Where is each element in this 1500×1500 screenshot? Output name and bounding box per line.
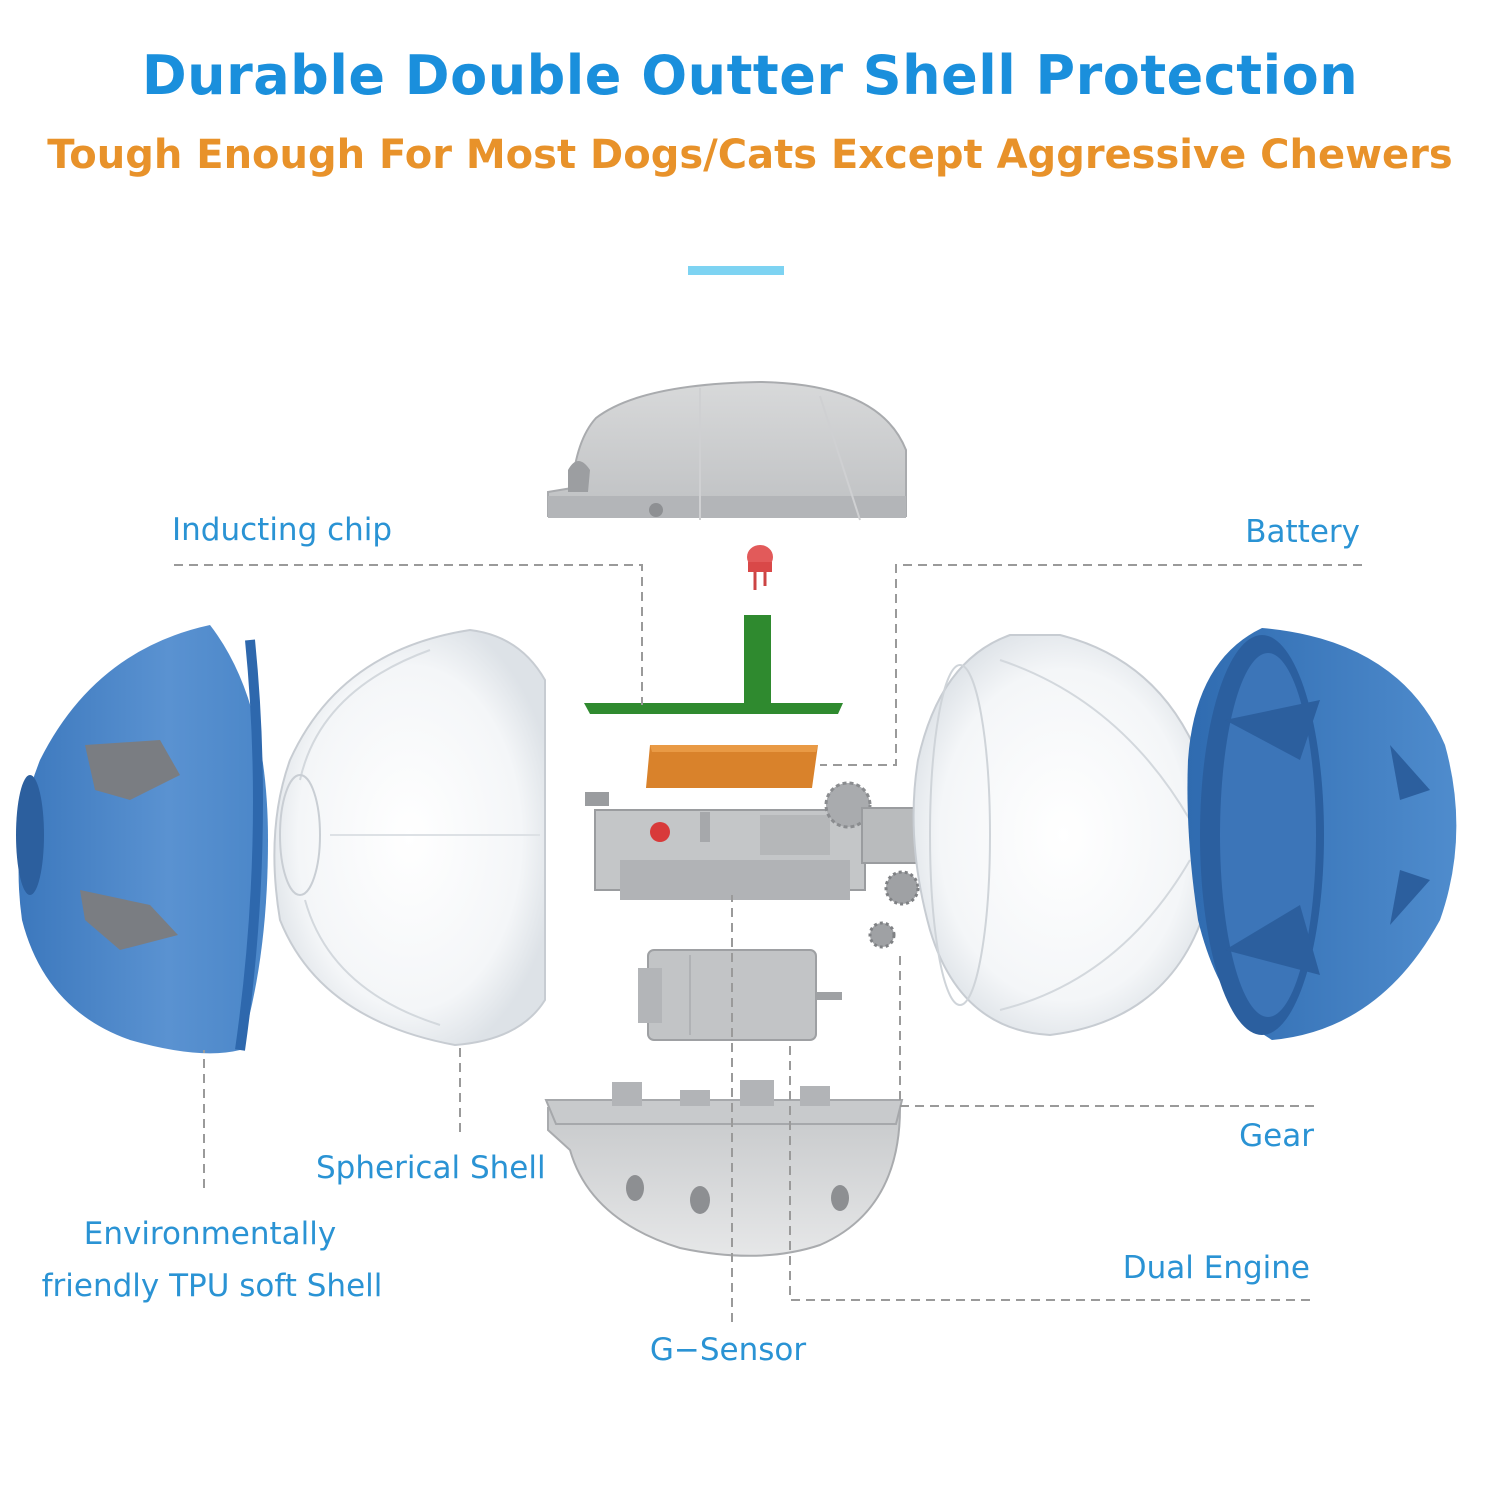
label-gear: Gear [1239, 1118, 1314, 1154]
label-inducting-chip: Inducting chip [172, 512, 392, 548]
bottom-housing [546, 1080, 902, 1256]
tpu-shell-left [16, 625, 268, 1053]
led-component [747, 545, 773, 590]
label-battery: Battery [1245, 514, 1360, 550]
label-tpu-shell-line2: friendly TPU soft Shell [0, 1268, 424, 1304]
tpu-shell-right [1187, 628, 1456, 1040]
dual-engine-motor [638, 950, 842, 1040]
label-dual-engine: Dual Engine [1123, 1250, 1310, 1286]
battery [646, 745, 818, 788]
label-tpu-shell-line1: Environmentally [0, 1216, 420, 1252]
spherical-shell-left [274, 630, 545, 1045]
spherical-shell-right [914, 635, 1214, 1035]
label-spherical-shell: Spherical Shell [316, 1150, 546, 1186]
top-housing [548, 382, 906, 520]
label-g-sensor: G−Sensor [600, 1332, 856, 1368]
gear-board [585, 783, 922, 947]
inducting-chip [584, 615, 843, 714]
